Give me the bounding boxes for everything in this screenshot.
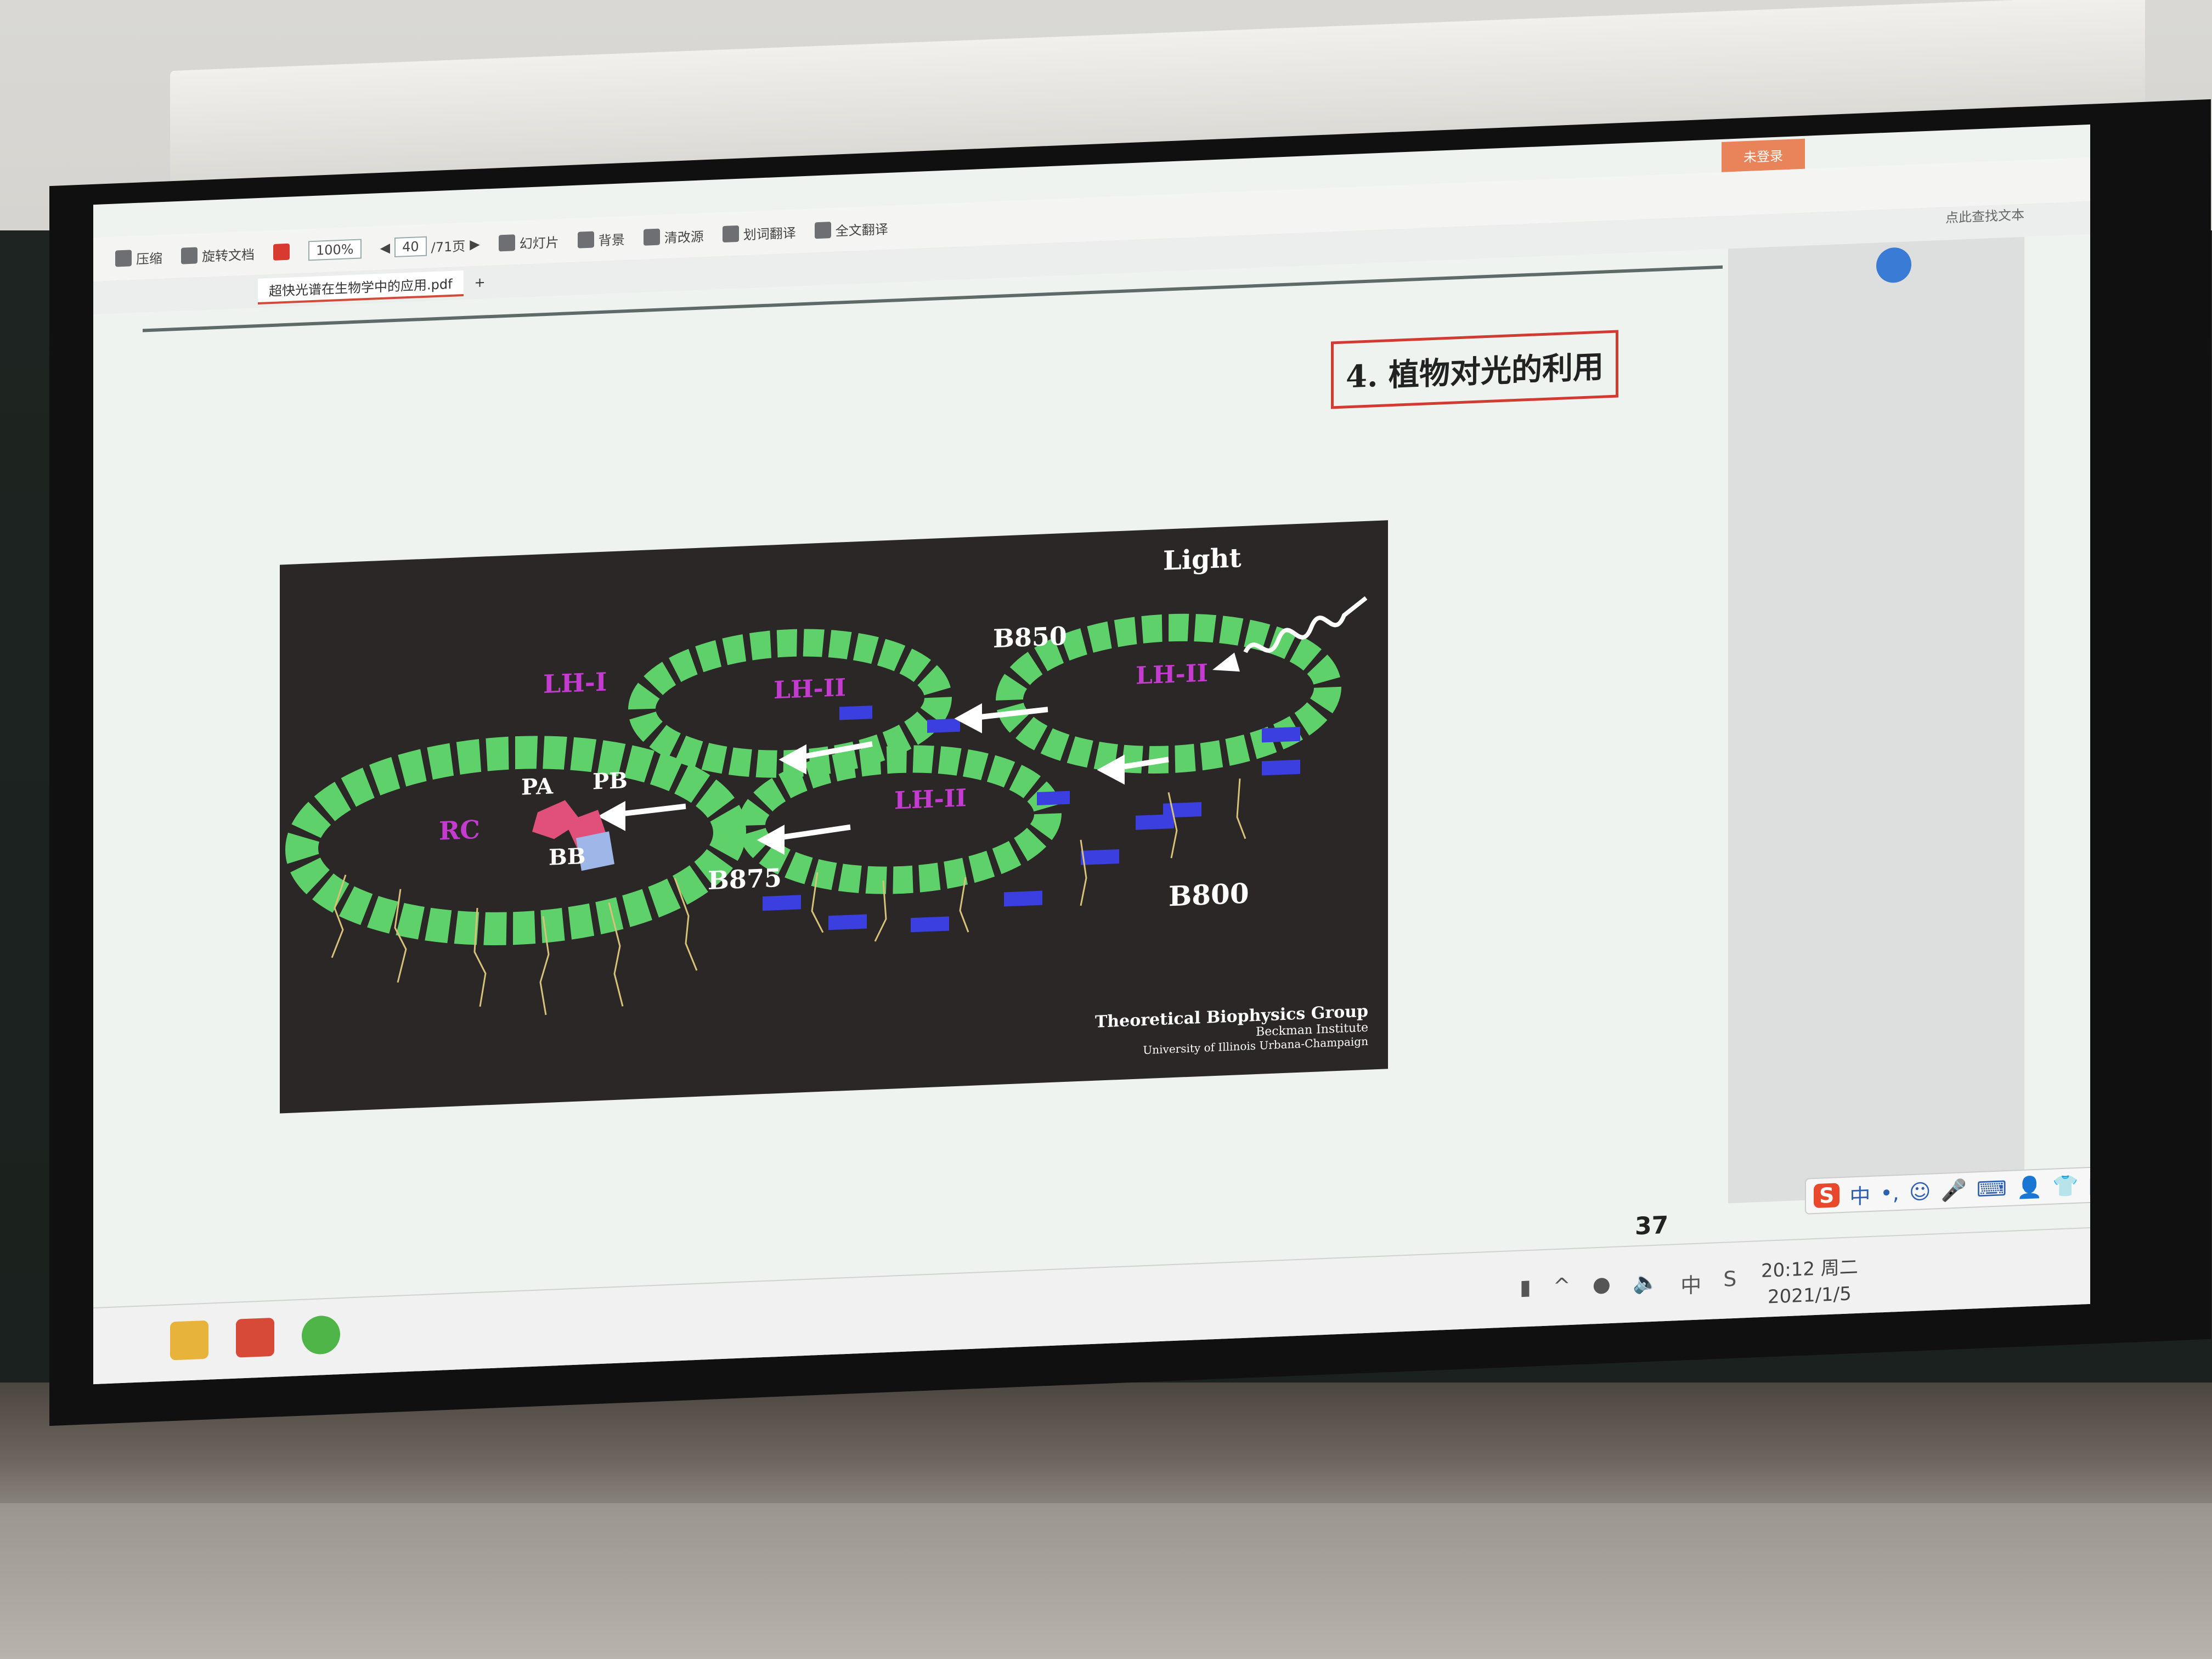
slide-title: 4. 植物对光的利用 (1331, 330, 1618, 409)
background-button[interactable]: 背景 (577, 229, 625, 250)
label-light: Light (1163, 543, 1242, 577)
floor-area (0, 1503, 2212, 1659)
wechat-icon[interactable] (302, 1315, 340, 1355)
light-arrowhead (1212, 652, 1240, 672)
sogou-tray-icon[interactable]: S (1723, 1266, 1737, 1291)
ime-mode[interactable]: 中 (1849, 1183, 1871, 1209)
edit-button[interactable]: 清改源 (643, 225, 704, 247)
full-translate-button[interactable]: 全文翻译 (814, 218, 888, 240)
label-b850: B850 (993, 620, 1067, 654)
page-total: /71页 (431, 238, 466, 255)
slide-page-number: 37 (1635, 1211, 1669, 1241)
login-badge[interactable]: 未登录 (1722, 138, 1805, 172)
light-wave (1243, 596, 1368, 653)
rotate-icon (181, 247, 198, 264)
label-lh2-right: LH-II (1136, 659, 1208, 690)
keyboard-icon[interactable]: ⌨ (1976, 1176, 2007, 1202)
punctuation-icon[interactable]: •, (1880, 1180, 1899, 1206)
usb-icon[interactable]: ▮ (1520, 1274, 1531, 1300)
pdf-reader-icon[interactable] (236, 1317, 274, 1358)
pdf-tool-icon[interactable] (273, 243, 290, 261)
tab-pdf-document[interactable]: 超快光谱在生物学中的应用.pdf (258, 270, 464, 304)
microphone-icon[interactable]: 🎤 (1940, 1177, 1967, 1203)
skin-icon[interactable]: 👕 (2052, 1173, 2079, 1199)
carotenoid-tails (331, 778, 1246, 1015)
translate-all-icon (814, 222, 831, 239)
pen-icon (643, 228, 660, 246)
taskbar-clock[interactable]: 20:12 周二 2021/1/5 (1761, 1254, 1858, 1311)
lh1-ring (285, 736, 746, 945)
compress-icon (115, 250, 132, 267)
light-harvesting-figure: Light B850 B875 B800 LH-I LH-II LH-II LH… (280, 520, 1388, 1114)
label-rc: RC (439, 814, 480, 846)
slideshow-icon (498, 234, 515, 252)
page-navigator: ◀ 40 /71页 ▶ (380, 234, 480, 258)
rc-pigment-bb (576, 831, 614, 871)
label-lh1: LH-I (543, 667, 607, 699)
translate-icon (722, 225, 739, 243)
toolbox-icon[interactable]: ▦ (2088, 1172, 2090, 1198)
projected-display: 未登录 压缩 旋转文档 100% ◀ 40 /71页 ▶ 幻灯片 背景 清改源 … (93, 124, 2090, 1385)
figure-drawing (285, 596, 1368, 1015)
find-text-input[interactable]: 点此查找文本 (1945, 207, 2024, 226)
side-panel (1728, 236, 2024, 1204)
system-tray: ▮ ^ ● 🔈 中 S (1520, 1267, 1736, 1306)
label-b875: B875 (708, 862, 782, 896)
label-lh2-middle: LH-II (894, 784, 967, 815)
lh2-ring-middle (738, 745, 1062, 894)
user-icon[interactable]: 👤 (2016, 1174, 2043, 1200)
tray-chevron-icon[interactable]: ^ (1553, 1273, 1571, 1299)
label-pa: PA (521, 773, 554, 800)
compress-button[interactable]: 压缩 (115, 247, 162, 268)
page-input[interactable]: 40 (394, 236, 427, 258)
label-b800: B800 (1169, 877, 1249, 913)
assistant-icon[interactable] (1876, 246, 1911, 284)
word-translate-button[interactable]: 划词翻译 (722, 222, 796, 244)
prev-page-icon[interactable]: ◀ (380, 240, 391, 256)
tray-language[interactable]: 中 (1680, 1273, 1702, 1298)
clock-date: 2021/1/5 (1768, 1283, 1852, 1308)
clock-time: 20:12 周二 (1761, 1256, 1858, 1282)
sogou-logo-icon[interactable]: S (1814, 1183, 1840, 1209)
network-icon[interactable]: ● (1592, 1272, 1611, 1297)
energy-transfer-arrows (597, 703, 1169, 855)
next-page-icon[interactable]: ▶ (470, 236, 480, 252)
label-bb: BB (549, 843, 586, 871)
background-icon (577, 231, 594, 249)
rotate-doc-button[interactable]: 旋转文档 (181, 244, 255, 266)
slide-page: 4. 植物对光的利用 (143, 259, 1723, 1256)
b800-pigments (763, 706, 1300, 933)
label-lh2-top: LH-II (774, 673, 846, 705)
label-pb: PB (592, 767, 628, 795)
volume-icon[interactable]: 🔈 (1632, 1269, 1659, 1295)
emoji-icon[interactable]: ☺ (1909, 1179, 1931, 1205)
new-tab-button[interactable]: + (474, 274, 486, 291)
zoom-select[interactable]: 100% (308, 239, 362, 261)
file-explorer-icon[interactable] (170, 1320, 208, 1361)
slideshow-button[interactable]: 幻灯片 (498, 232, 559, 253)
